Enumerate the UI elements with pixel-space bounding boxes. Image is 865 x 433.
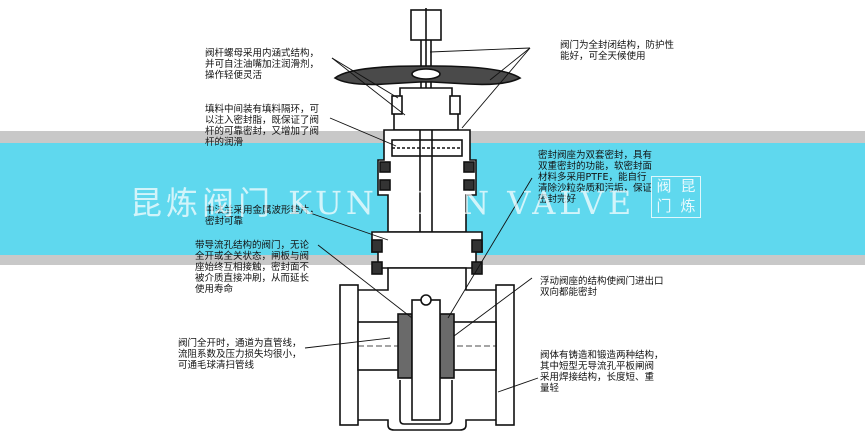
left-flange [339, 284, 359, 426]
watermark-logo-char: 炼 [680, 197, 696, 215]
callout-stem-nut: 阀杆螺母采用内涵式结构， 并可自注油嘴加注润滑剂， 操作轻便灵活 [205, 48, 320, 81]
watermark-logo: 阀 昆 门 炼 [651, 176, 701, 218]
stem-nut-housing [393, 87, 459, 131]
leader-lines [304, 47, 539, 393]
gate-plate [411, 299, 441, 421]
watermark-logo-char: 昆 [680, 177, 696, 195]
callout-body-construction: 阀体有铸造和锻造两种结构， 其中短型无导流孔平板闸阀 采用焊接结构，长度短、重 … [540, 350, 664, 394]
callout-packing: 填料中间装有填料隔环，可 以注入密封脂，既保证了阀 杆的可靠密封，又增加了阀 杆… [205, 104, 320, 148]
callout-floating-seat: 浮动阀座的结构使阀门进出口 双向都能密封 [540, 276, 664, 298]
right-flange [495, 284, 515, 426]
right-seat [439, 313, 455, 379]
middle-flange [371, 231, 483, 269]
watermark-logo-char: 阀 [656, 177, 672, 195]
watermark-logo-char: 门 [656, 197, 672, 215]
watermark-text: 昆炼阀门 KUN LIAN VALVE [130, 184, 636, 222]
callout-through-conduit: 带导流孔结构的阀门，无论 全开或全关状态，闸板与阀 座始终互相接触，密封面不 被… [195, 240, 310, 295]
callout-full-open: 阀门全开时，通道为直管线， 流阻系数及压力损失均很小， 可通毛球清扫管线 [178, 338, 302, 371]
callout-seat-seal: 密封阀座为双套密封，具有 双重密封的功能，软密封面 材料多采用PTFE，能自行 … [538, 150, 653, 205]
callout-bonnet-gasket: 中法兰采用金属波形垫片， 密封可靠 [205, 205, 320, 227]
callout-fully-enclosed: 阀门为全封闭结构，防护性 能好，可全天候使用 [560, 40, 675, 62]
left-seat [397, 313, 413, 379]
